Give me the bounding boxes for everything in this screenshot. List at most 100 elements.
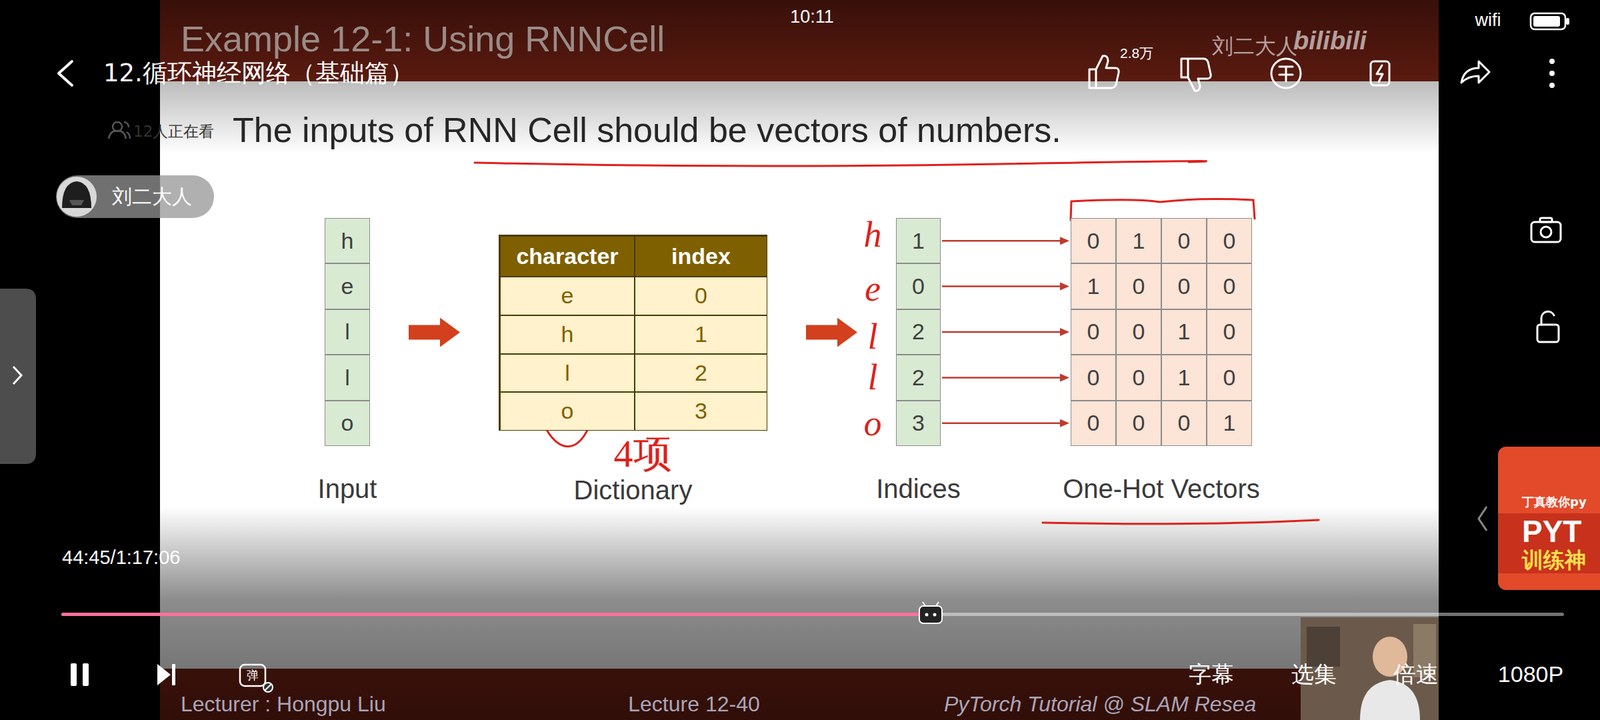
vector-cell: 0	[1161, 218, 1207, 264]
table-cell: 3	[634, 392, 768, 431]
side-tab	[0, 288, 36, 464]
cell-text: 2	[912, 365, 925, 390]
cell-box: l	[324, 309, 370, 355]
label: Lecture 12-40	[628, 692, 760, 717]
cell-text: 0	[1223, 228, 1236, 254]
cell-box: 2	[896, 309, 941, 355]
battery-icon	[1530, 13, 1570, 30]
cell-text: 0	[1178, 228, 1191, 254]
vector-cell: 0	[1206, 309, 1252, 355]
share-icon	[1461, 61, 1490, 83]
table-text: e	[561, 283, 574, 308]
connector	[942, 236, 1070, 245]
table-text: 1	[694, 322, 708, 347]
back-icon	[58, 61, 72, 86]
table-text: h	[561, 322, 574, 347]
author-pill	[56, 175, 214, 218]
cell-text: 0	[1132, 410, 1146, 436]
group-heading: One-Hot Vectors	[1062, 475, 1260, 502]
cell-box: h	[324, 218, 370, 264]
underline	[474, 161, 1206, 167]
table-cell: l	[500, 354, 635, 393]
label: 弹	[246, 668, 259, 683]
label: PYT	[1522, 514, 1582, 550]
block-arrow	[408, 318, 460, 348]
cell-text: 0	[1132, 274, 1146, 299]
cell-text: 0	[1223, 319, 1236, 344]
coin-icon	[1271, 58, 1301, 88]
cell-text: 0	[1087, 228, 1100, 254]
handwritten-note: o	[864, 402, 882, 444]
vector-cell: 0	[1116, 400, 1162, 446]
label: Lecturer : Hongpu Liu	[180, 692, 386, 717]
dictionary-table: Dictionarycharacterindexe0h1l2o3	[498, 234, 768, 431]
vector-cell: 0	[1206, 218, 1252, 264]
cell-box: 1	[896, 218, 941, 264]
table-cell: e	[500, 276, 635, 316]
viewers-icon	[108, 122, 130, 139]
label: 刘二大人	[1212, 34, 1298, 59]
connector	[942, 373, 1070, 382]
label: 选集	[1291, 661, 1337, 688]
handwritten-note: e	[864, 268, 881, 310]
vector-cell: 1	[1070, 263, 1116, 309]
connector	[942, 328, 1070, 336]
table-text: o	[561, 398, 574, 424]
progress-thumb	[919, 602, 942, 624]
cell-box: 2	[896, 354, 941, 400]
vector-row: 0100	[1070, 218, 1252, 264]
vector-cell: 0	[1070, 400, 1116, 446]
cell-text: 1	[1223, 410, 1236, 436]
label: bilibili	[1293, 26, 1367, 56]
label: The inputs of RNN Cell should be vectors…	[232, 110, 1062, 151]
table-cell: 2	[634, 354, 768, 393]
table-text: 2	[694, 360, 708, 386]
vector-cell: 0	[1116, 263, 1162, 309]
more-icon	[1549, 58, 1555, 88]
vector-cell: 0	[1116, 309, 1162, 355]
vector-cell: 1	[1161, 309, 1207, 355]
label: 1080P	[1498, 661, 1564, 688]
group-heading: Indices	[876, 475, 961, 502]
charge-icon	[1370, 61, 1390, 86]
connector-line	[942, 422, 1062, 425]
arrowhead	[1060, 236, 1070, 245]
handwritten-note: 4项	[614, 432, 672, 477]
label: 10:11	[790, 6, 834, 28]
lock-icon	[1537, 311, 1559, 342]
vector-cell: 0	[1070, 354, 1116, 400]
cell-box: 0	[896, 263, 941, 309]
vector-row: 0010	[1070, 309, 1252, 355]
arrowhead	[1060, 419, 1070, 428]
connector-line	[942, 240, 1062, 242]
group-heading: Dictionary	[574, 476, 693, 504]
cell-text: 3	[912, 410, 925, 436]
cell-text: 1	[1178, 319, 1191, 344]
table-cell: 1	[634, 315, 768, 354]
handwritten-note: h	[864, 214, 882, 256]
table-header-cell: character	[500, 236, 635, 277]
cell-text: l	[344, 319, 350, 344]
vector-cell: 1	[1206, 400, 1252, 446]
label: 44:45/1:17:06	[62, 546, 180, 569]
cell-text: e	[341, 274, 354, 299]
vector-cell: 0	[1161, 400, 1207, 446]
label: 12.循环神经网络（基础篇）	[103, 59, 414, 88]
vector-cell: 1	[1116, 218, 1162, 264]
handwriting	[330, 161, 1319, 524]
pause-icon	[70, 663, 89, 686]
dislike-icon	[1181, 58, 1211, 91]
cell-box: e	[324, 263, 370, 309]
cell-box: l	[324, 354, 370, 400]
table-text: 0	[694, 283, 708, 308]
underline	[1042, 520, 1319, 524]
label: wifi	[1475, 10, 1502, 31]
ad-card	[1498, 446, 1600, 590]
collapse-icon	[1478, 506, 1487, 531]
handwritten-note: l	[867, 316, 878, 358]
